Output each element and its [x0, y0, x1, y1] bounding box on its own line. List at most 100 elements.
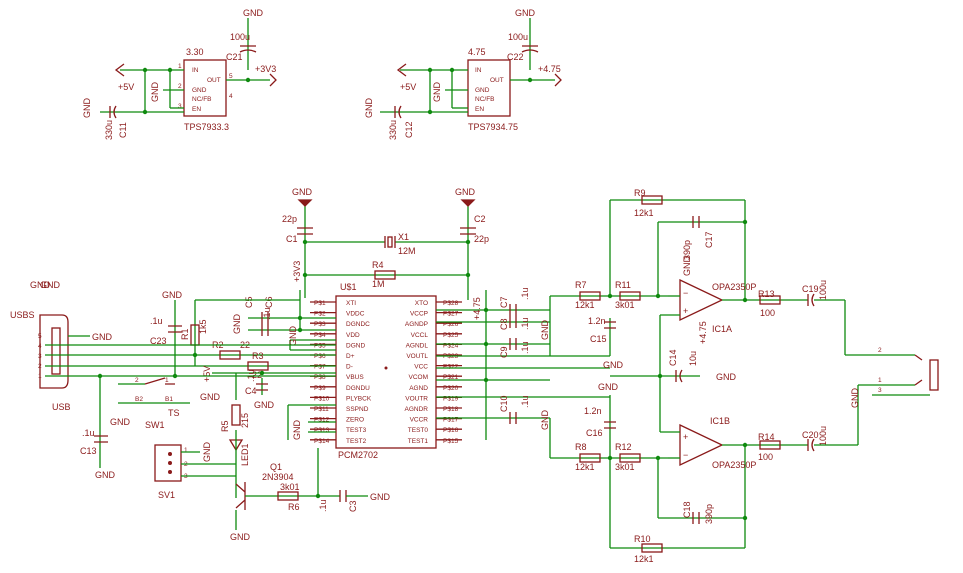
pcm-pin-label: TEST3	[346, 427, 367, 434]
svg-text:C20: C20	[802, 430, 819, 440]
switch-label: TS	[168, 408, 180, 418]
svg-text:C17: C17	[704, 231, 714, 248]
svg-text:GND: GND	[92, 332, 113, 342]
tps7933-ref: 3.30	[186, 47, 204, 57]
svg-text:B1: B1	[165, 396, 173, 403]
pcm-pin-label: VCCR	[410, 417, 429, 424]
svg-text:C3: C3	[348, 500, 358, 512]
svg-text:GND: GND	[370, 492, 391, 502]
svg-text:TPS7934.75: TPS7934.75	[468, 122, 518, 132]
svg-text:3: 3	[38, 353, 42, 360]
svg-text:.1u: .1u	[520, 395, 530, 408]
pcm-pin-label: XTO	[415, 300, 428, 307]
svg-text:4: 4	[229, 93, 233, 100]
svg-text:GND: GND	[288, 326, 298, 347]
svg-text:C5: C5	[244, 296, 254, 308]
pcm-pin-number: P$20	[443, 385, 459, 392]
svg-text:+3V3: +3V3	[292, 261, 302, 282]
tps7934-body	[467, 59, 511, 117]
svg-text:1.2n: 1.2n	[588, 316, 606, 326]
svg-text:C7: C7	[499, 296, 509, 308]
svg-text:EN: EN	[475, 106, 484, 113]
svg-text:12k1: 12k1	[634, 208, 654, 218]
svg-text:C13: C13	[80, 446, 97, 456]
q1-ref: Q1	[270, 462, 282, 472]
pcm-pin-label: SSPND	[346, 406, 369, 413]
svg-text:1.2n: 1.2n	[584, 406, 602, 416]
svg-text:NC/FB: NC/FB	[192, 96, 212, 103]
pcm-pin-number: P$13	[314, 427, 330, 434]
tps7933-body	[183, 59, 227, 117]
net-3v3: +3V3	[255, 64, 276, 74]
svg-text:R13: R13	[758, 289, 775, 299]
svg-text:GND: GND	[716, 372, 737, 382]
svg-text:GND: GND	[82, 98, 92, 119]
svg-text:GND: GND	[40, 280, 61, 290]
svg-text:C9: C9	[499, 346, 509, 358]
pcm-pin-number: P$7	[314, 364, 326, 371]
svg-text:GND: GND	[150, 82, 160, 103]
svg-text:+: +	[683, 432, 688, 442]
net-475: +4.75	[538, 64, 561, 74]
pcm-pin-number: P$10	[314, 395, 330, 402]
tps7933-part: TPS7933.3	[184, 122, 229, 132]
svg-text:+5V: +5V	[202, 366, 212, 382]
pcm-pin-number: P$9	[314, 385, 326, 392]
pcm-pin-label: DGNDC	[346, 321, 370, 328]
svg-text:.1u: .1u	[520, 287, 530, 300]
svg-text:.1u: .1u	[262, 307, 272, 320]
svg-text:+: +	[683, 306, 688, 316]
svg-text:GND: GND	[230, 532, 251, 542]
filter-channel-b: R8 12k1 R12 3k01 R10 12k1 C18 390p + − I…	[549, 376, 859, 564]
svg-text:100u: 100u	[818, 280, 828, 300]
pcm-pin-number: P$24	[443, 342, 459, 349]
pcm-pin-label: D-	[346, 364, 353, 371]
net-5v-a: +5V	[118, 82, 134, 92]
x1-ref: X1	[398, 232, 409, 242]
svg-text:GND: GND	[30, 280, 51, 290]
svg-text:GND: GND	[254, 400, 275, 410]
svg-text:3k01: 3k01	[615, 300, 635, 310]
svg-text:5: 5	[229, 73, 233, 80]
pcm2702-chip: U$1 PCM2702 XTIP$1VDDCP$2DGNDCP$3VDDP$4D…	[310, 282, 462, 460]
svg-text:1: 1	[184, 447, 188, 454]
svg-text:R6: R6	[288, 502, 300, 512]
svg-text:GND: GND	[292, 187, 313, 197]
svg-text:GND: GND	[192, 87, 207, 94]
usb-connector: USBS GND GND USB GND 5 4 3 2 1	[10, 280, 336, 412]
pcm-pin-label: TEST0	[408, 427, 429, 434]
pcm-pin-number: P$4	[314, 332, 326, 339]
svg-text:GND: GND	[162, 290, 183, 300]
pcm-pin-label: AGNDL	[406, 342, 429, 349]
svg-text:+5V: +5V	[400, 82, 416, 92]
svg-text:C14: C14	[668, 349, 678, 366]
svg-text:3: 3	[878, 387, 882, 394]
svg-text:1M: 1M	[372, 279, 385, 289]
sv1-ref: SV1	[158, 490, 175, 500]
svg-text:GND: GND	[540, 320, 550, 341]
svg-text:1: 1	[878, 377, 882, 384]
pcm-pin-label: VOUTR	[405, 395, 428, 402]
pcm-pin-label: VOUTL	[406, 353, 428, 360]
usb-aux: .1u C23 GND .1u C13 GND 2 1 B2 B1 TS SW1…	[80, 290, 221, 480]
svg-text:.1u: .1u	[318, 499, 328, 512]
svg-text:+4.75: +4.75	[472, 297, 482, 320]
svg-text:12k1: 12k1	[575, 300, 595, 310]
pcm-pin-number: P$21	[443, 374, 459, 381]
svg-text:2: 2	[178, 83, 182, 90]
svg-text:C16: C16	[586, 428, 603, 438]
svg-text:100: 100	[758, 452, 773, 462]
svg-text:R1: R1	[180, 328, 190, 340]
c11-value: 330u	[104, 120, 114, 140]
pcm-pin-number: P$18	[443, 406, 459, 413]
pcm-pin-label: VCC	[414, 364, 428, 371]
pcm-pin-label: DGND	[346, 342, 365, 349]
svg-text:GND: GND	[540, 410, 550, 431]
svg-text:C23: C23	[150, 336, 167, 346]
c21-name: C21	[226, 52, 243, 62]
svg-text:GND: GND	[850, 388, 860, 409]
pcm-pin-number: P$5	[314, 342, 326, 349]
pcm-pin-label: TEST2	[346, 438, 367, 445]
pcm-pin-label: D+	[346, 353, 355, 360]
svg-text:10u: 10u	[688, 351, 698, 366]
